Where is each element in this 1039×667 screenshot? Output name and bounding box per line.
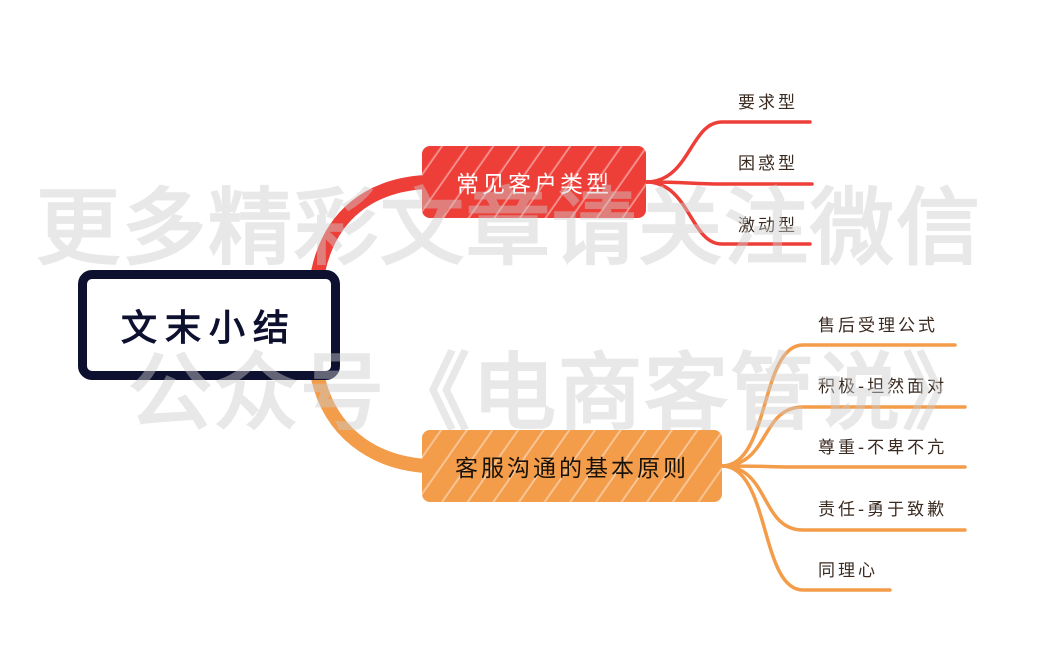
topic-label: 常见客户类型 xyxy=(456,172,612,198)
leaf-aftersales-formula[interactable]: 售后受理公式 xyxy=(818,316,938,336)
root-label: 文末小结 xyxy=(120,308,297,349)
leaf-confused[interactable]: 困惑型 xyxy=(738,154,798,174)
topic-communication-principles[interactable]: 客服沟通的基本原则 xyxy=(422,430,722,502)
topic-customer-types[interactable]: 常见客户类型 xyxy=(422,146,646,218)
leaf-agitated[interactable]: 激动型 xyxy=(738,216,798,236)
leaf-respect[interactable]: 尊重-不卑不亢 xyxy=(818,438,948,458)
leaf-demanding[interactable]: 要求型 xyxy=(738,93,798,113)
leaf-positive[interactable]: 积极-坦然面对 xyxy=(818,377,948,397)
leaf-empathy[interactable]: 同理心 xyxy=(818,561,878,581)
root-node[interactable]: 文末小结 xyxy=(78,270,340,380)
topic-label: 客服沟通的基本原则 xyxy=(455,456,689,482)
leaf-responsibility[interactable]: 责任-勇于致歉 xyxy=(818,500,948,520)
branch-root-to-principles xyxy=(311,371,433,473)
branch-root-to-customer-types xyxy=(311,175,433,279)
